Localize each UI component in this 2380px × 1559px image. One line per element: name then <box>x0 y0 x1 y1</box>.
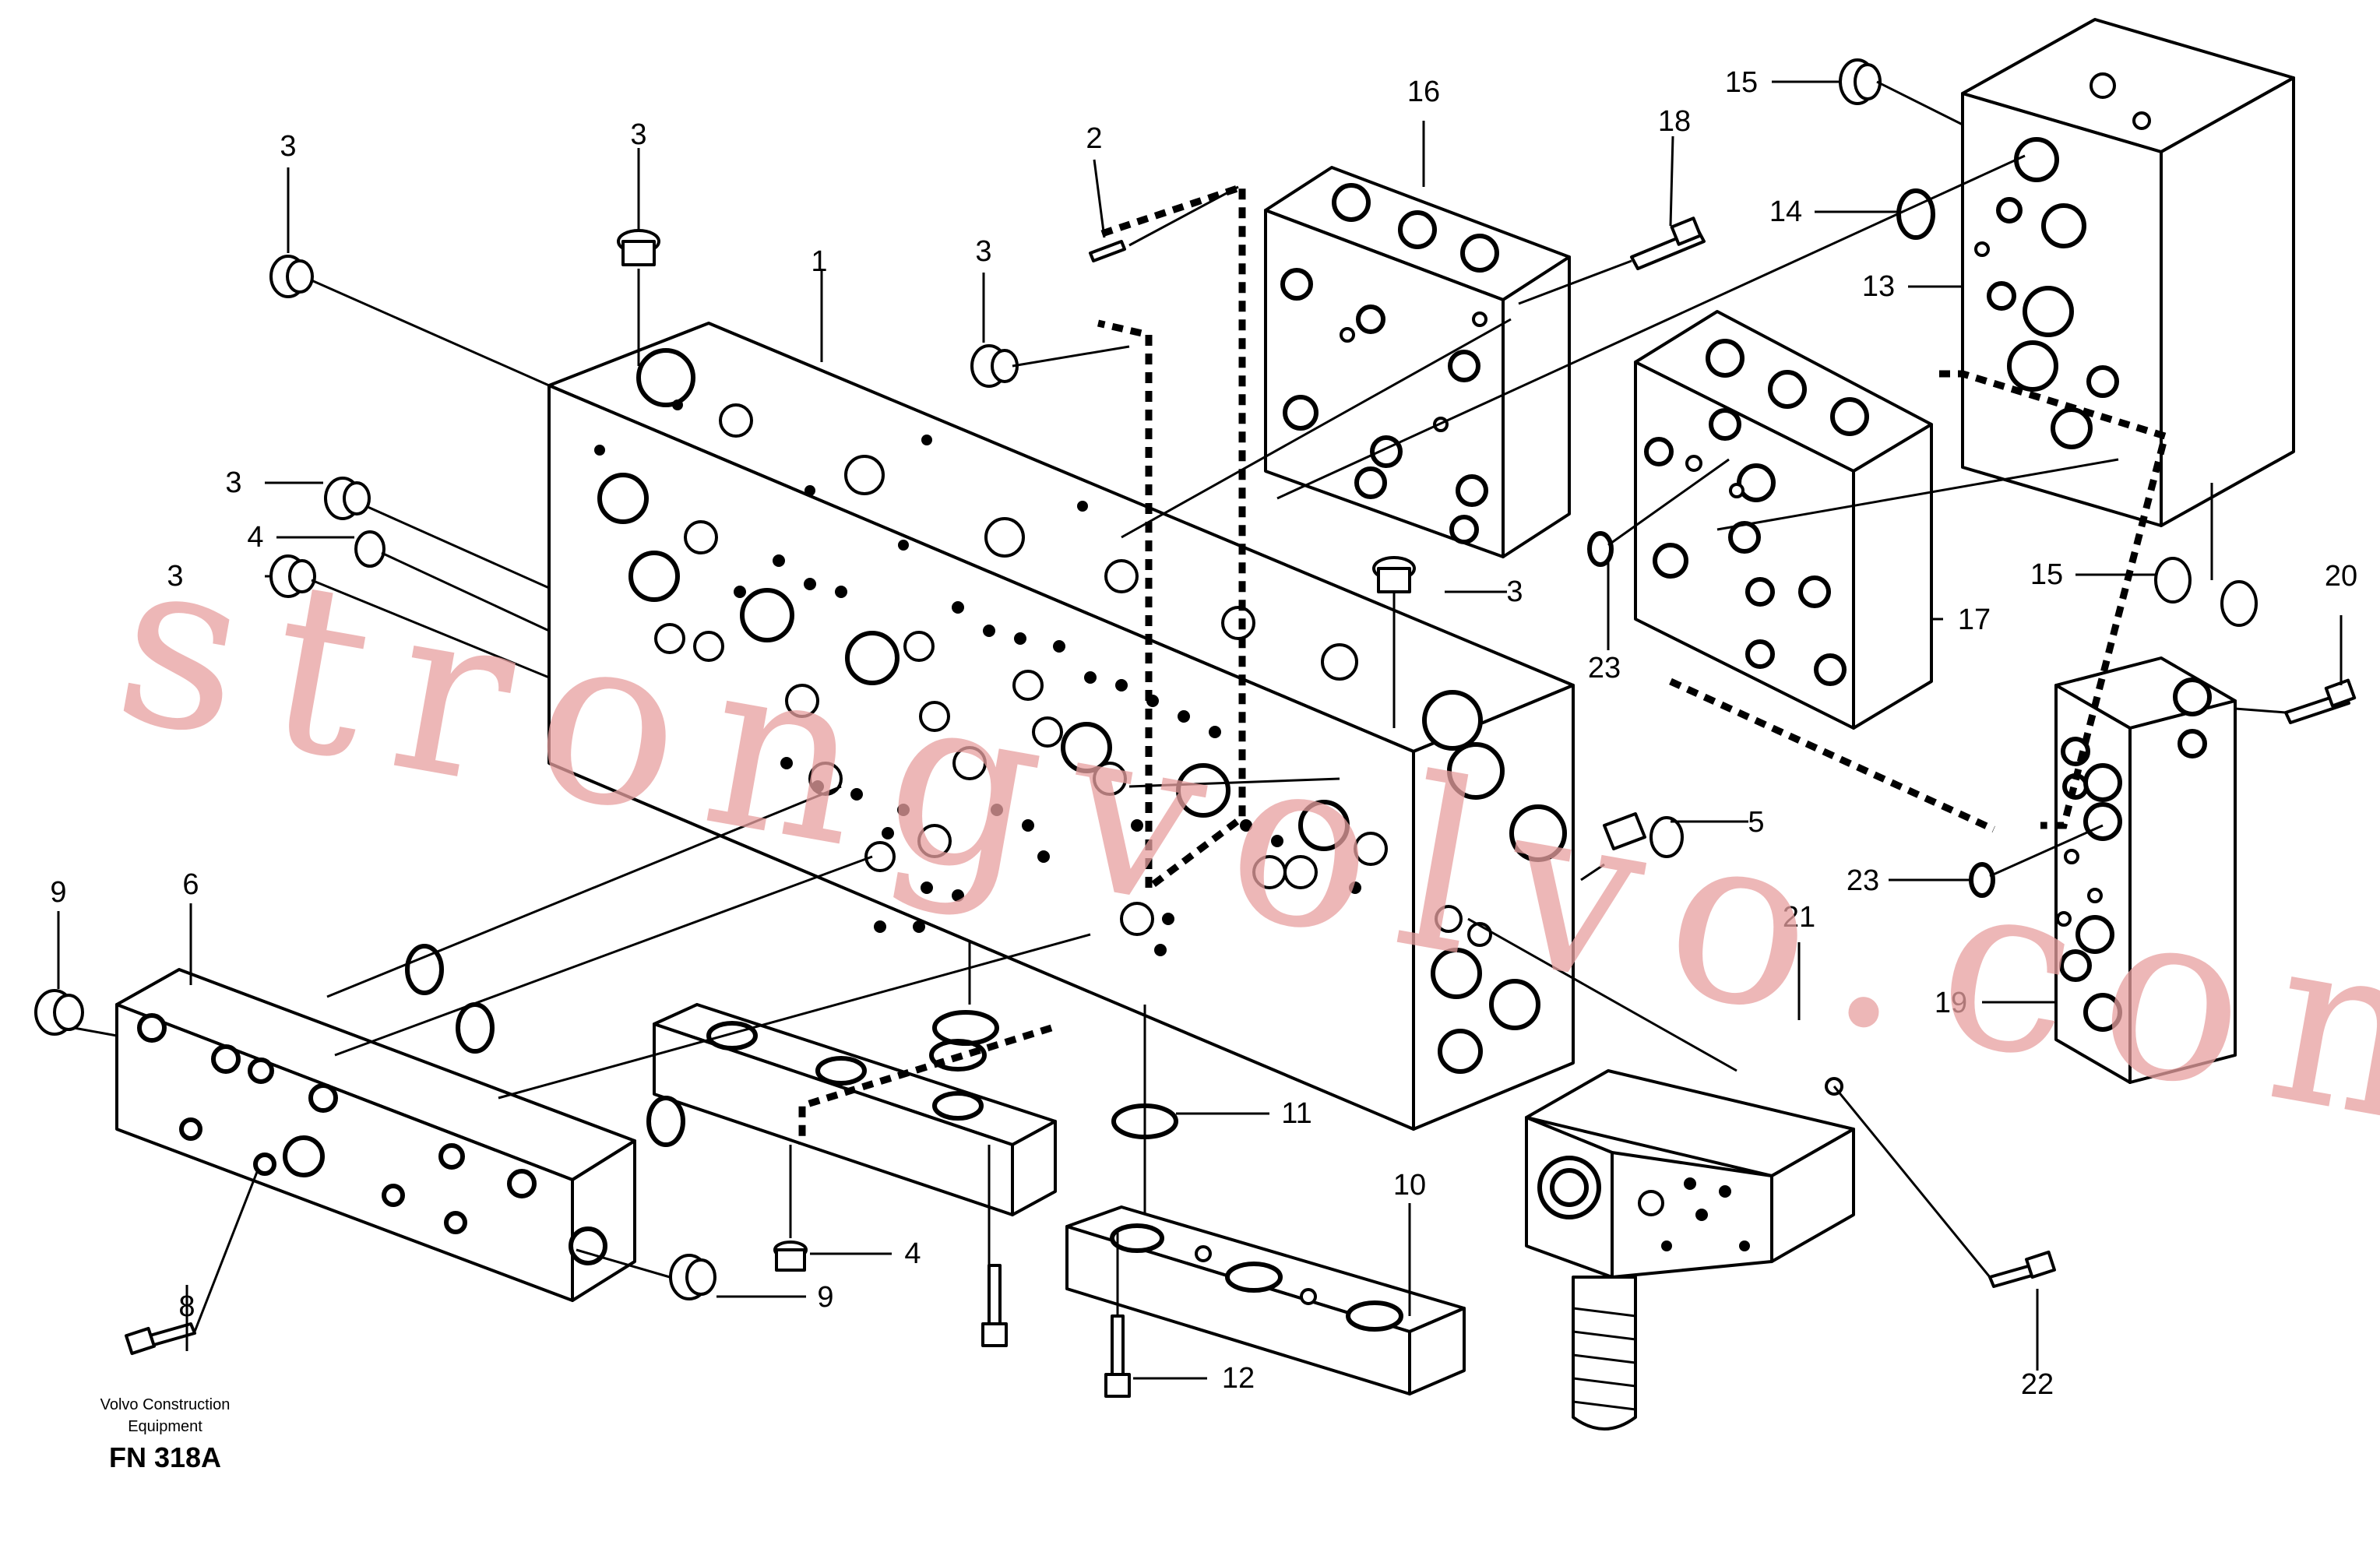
main-block-ports <box>594 348 1567 1074</box>
assembly-guide-lines <box>73 80 2287 1332</box>
callout-22: 22 <box>2021 1368 2054 1401</box>
plug-icon <box>269 255 314 298</box>
valve-section-17 <box>1634 310 1933 730</box>
callout-9: 9 <box>817 1281 833 1314</box>
callout-15: 15 <box>2030 558 2063 591</box>
callout-11: 11 <box>1281 1097 1311 1130</box>
callout-13: 13 <box>1862 270 1895 303</box>
valve-section-16 <box>1264 166 1571 558</box>
main-valve-block <box>547 322 1575 1131</box>
flange-plate-10 <box>1065 1205 1466 1395</box>
valve-section-19 <box>2054 656 2237 1084</box>
plug-icon <box>324 477 371 520</box>
callout-4: 4 <box>904 1237 921 1270</box>
bolt-icon <box>1630 216 1706 270</box>
plug-icon <box>2154 557 2258 627</box>
bolt-icon <box>981 1264 1008 1347</box>
callout-4: 4 <box>247 521 263 554</box>
callout-20: 20 <box>2325 560 2357 593</box>
plug-icon <box>1839 58 1882 105</box>
label-leaders <box>57 80 2343 1380</box>
callout-1: 1 <box>811 245 827 278</box>
plug-icon <box>773 1241 808 1272</box>
plug-icon <box>669 1254 716 1300</box>
callout-3: 3 <box>167 560 183 593</box>
pin-icon <box>1089 240 1126 262</box>
callout-3: 3 <box>1506 575 1523 608</box>
callout-2: 2 <box>1086 122 1102 155</box>
callout-5: 5 <box>1748 806 1764 839</box>
plug-icon <box>1372 556 1416 593</box>
plug-icon <box>354 530 386 568</box>
callout-3: 3 <box>975 235 991 268</box>
callout-16: 16 <box>1407 76 1440 108</box>
callout-6: 6 <box>182 868 199 901</box>
bolt-icon <box>1104 1314 1131 1398</box>
bolt-icon <box>125 1322 196 1356</box>
callout-14: 14 <box>1769 195 1802 228</box>
callout-3: 3 <box>225 466 241 499</box>
callout-18: 18 <box>1658 105 1691 138</box>
callout-17: 17 <box>1958 604 1991 636</box>
plug-icon <box>970 344 1019 388</box>
callout-labels: 1 2 3 3 3 3 4 3 3 5 6 8 9 9 4 10 11 12 1… <box>50 66 2357 1401</box>
callout-15: 15 <box>1725 66 1758 99</box>
callout-8: 8 <box>178 1290 195 1323</box>
bolt-icon <box>1988 1250 2056 1288</box>
intermediate-plate <box>653 1003 1057 1216</box>
plug-icon <box>617 229 660 266</box>
figure-code: FN 318A <box>109 1441 221 1473</box>
plug-icon <box>34 989 84 1036</box>
valve-block-21 <box>1525 1069 1855 1431</box>
callout-23: 23 <box>1588 652 1621 684</box>
callout-10: 10 <box>1393 1169 1426 1202</box>
callout-12: 12 <box>1222 1362 1255 1395</box>
end-cover-6 <box>115 968 636 1302</box>
callout-23: 23 <box>1847 864 1879 897</box>
bolt-icon <box>2284 678 2357 724</box>
company-name-line2: Equipment <box>128 1418 202 1435</box>
valve-section-13 <box>1961 18 2295 527</box>
callout-3: 3 <box>630 118 646 151</box>
callout-9: 9 <box>50 876 66 909</box>
dashed-assembly-lines <box>798 181 2170 1145</box>
company-name-line1: Volvo Construction <box>100 1396 231 1413</box>
callout-19: 19 <box>1935 987 1967 1019</box>
callout-21: 21 <box>1783 901 1815 934</box>
plug-icon <box>1603 812 1684 858</box>
callout-3: 3 <box>280 130 296 163</box>
footer: Volvo Construction Equipment FN 318A <box>100 1396 231 1473</box>
